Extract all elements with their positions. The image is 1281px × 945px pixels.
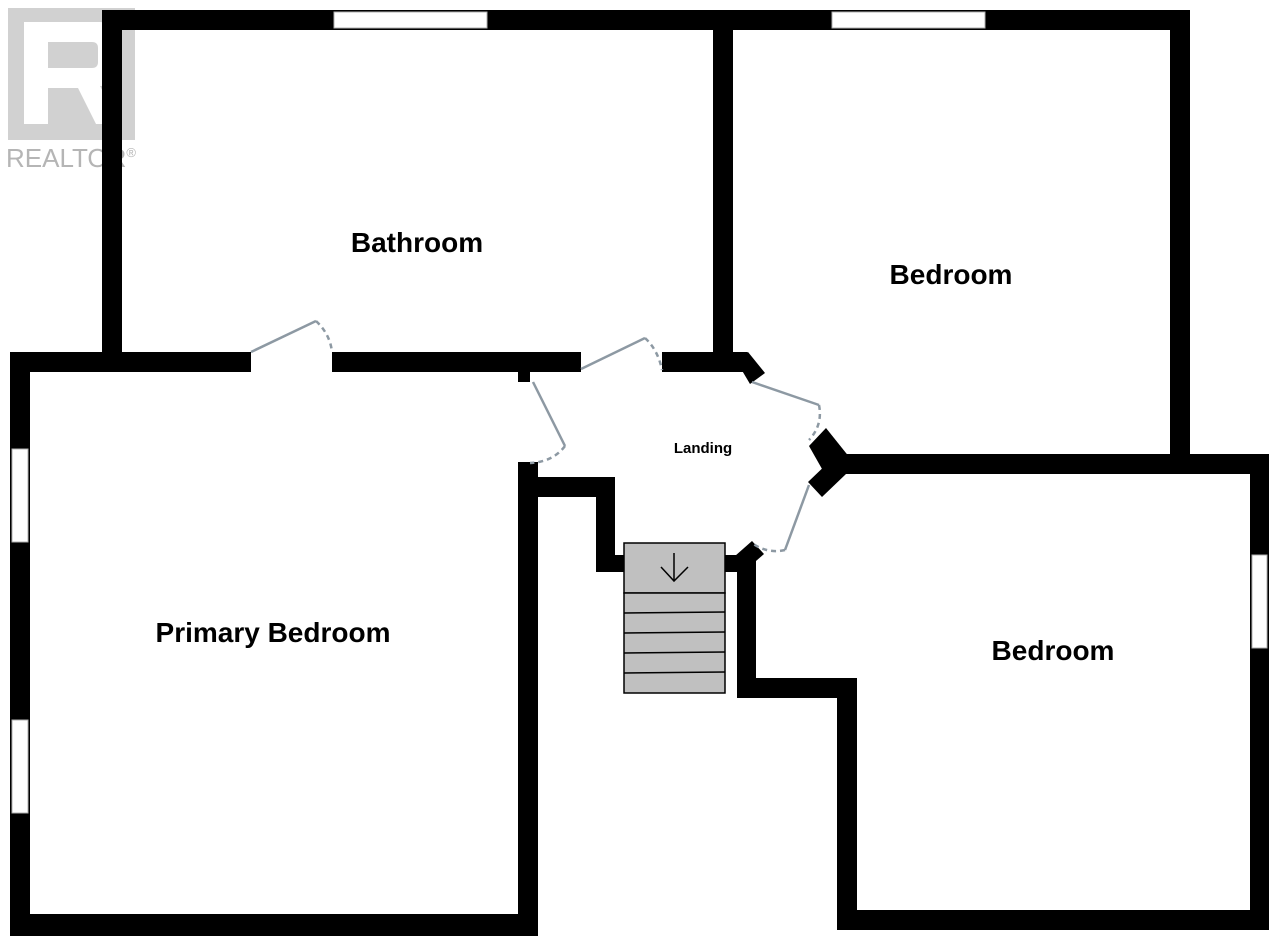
door-bedroom-bottom — [751, 484, 811, 553]
room-label-bedroom-top: Bedroom — [890, 259, 1013, 290]
wall-stair-top — [530, 477, 615, 497]
wall-bedroom-top-right — [1170, 10, 1190, 460]
wall-stair-left — [596, 477, 615, 572]
wall-bedroom-bottom-top — [836, 454, 1269, 474]
wall-bathroom-left — [102, 10, 122, 362]
window-bathroom — [333, 11, 488, 29]
wall-stair-bottom-left — [596, 555, 628, 572]
window-primary-lower — [11, 719, 29, 814]
wall-corner-bedroom-top — [734, 352, 765, 384]
wall-primary-top-left — [10, 352, 251, 372]
doors — [250, 319, 822, 553]
wall-bedroom-bottom-right — [1250, 454, 1269, 930]
wall-bedroom-bottom-bottom — [837, 910, 1269, 930]
door-primary-bedroom — [529, 381, 567, 465]
wall-primary-bottom — [10, 914, 538, 936]
wall-bedroom-bottom-left-lower — [837, 678, 857, 930]
room-label-landing: Landing — [674, 440, 732, 457]
door-bedroom-top — [751, 380, 822, 441]
door-bathroom — [250, 319, 334, 354]
room-label-bedroom-bottom: Bedroom — [992, 635, 1115, 666]
room-label-primary-bedroom: Primary Bedroom — [156, 617, 391, 648]
windows — [11, 11, 1268, 814]
stair-tread-line — [623, 631, 726, 634]
wall-bathroom-bedroom-divider — [713, 10, 733, 368]
arrow-down-icon — [660, 553, 689, 583]
window-bedroom-top — [831, 11, 986, 29]
wall-primary-left — [10, 352, 30, 936]
door-landing-top — [580, 336, 664, 371]
wall-bedroom-bottom-left-upper — [737, 560, 756, 698]
window-primary-upper — [11, 448, 29, 543]
wall-primary-top-mid — [332, 352, 581, 372]
stair-tread-line — [623, 671, 726, 674]
wall-top — [102, 10, 1190, 30]
wall-primary-right — [518, 462, 538, 936]
stairs — [623, 542, 726, 694]
walls — [10, 10, 1269, 936]
stair-tread-line — [623, 611, 726, 614]
wall-landing-top-right — [662, 352, 747, 372]
stairs-run — [623, 592, 726, 694]
wall-corner-stair-right — [735, 541, 764, 568]
room-label-bathroom: Bathroom — [351, 227, 483, 258]
stair-tread-line — [623, 651, 726, 654]
wall-primary-door-stub — [518, 366, 530, 382]
window-bedroom-bottom — [1251, 554, 1268, 649]
wall-bedroom-bottom-notch — [737, 678, 857, 698]
